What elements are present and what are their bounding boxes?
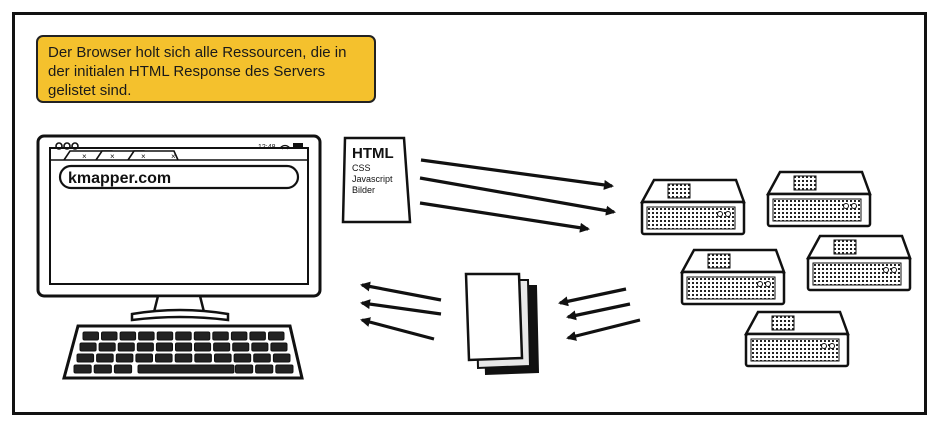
html-doc-item-bilder: Bilder <box>352 185 375 195</box>
keyboard-key <box>82 331 99 341</box>
server-icon <box>765 170 872 228</box>
keyboard-key <box>113 364 133 374</box>
html-document: HTML CSS Javascript Bilder <box>341 136 412 224</box>
html-doc-title: HTML <box>352 145 394 162</box>
resource-stack <box>464 272 540 376</box>
keyboard-key <box>193 331 211 341</box>
keyboard-key <box>73 364 92 374</box>
keyboard-key <box>194 353 212 363</box>
keyboard-key <box>175 331 192 341</box>
server-icon <box>743 310 850 368</box>
server-icon <box>679 248 786 306</box>
keyboard-key <box>232 342 250 352</box>
keyboard-key <box>98 342 116 352</box>
keyboard-key <box>275 364 294 374</box>
keyboard-key <box>235 364 254 374</box>
keyboard-key <box>115 353 134 363</box>
keyboard-key <box>155 342 173 352</box>
keyboard-key <box>233 353 252 363</box>
svg-text:×: × <box>82 152 87 161</box>
html-doc-item-javascript: Javascript <box>352 174 393 184</box>
svg-text:×: × <box>141 152 146 161</box>
keyboard-key <box>270 342 288 352</box>
server-icon <box>805 234 912 292</box>
keyboard-key <box>138 331 155 341</box>
keyboard-key <box>174 353 193 363</box>
clock-text: 12:48 <box>258 144 276 151</box>
keyboard-key <box>79 342 97 352</box>
keyboard-key <box>212 331 229 341</box>
response-arrows-out <box>360 281 442 341</box>
window-controls-icon <box>55 142 79 150</box>
keyboard-key <box>136 342 154 352</box>
callout-line-3: gelistet sind. <box>48 82 132 99</box>
html-doc-item-css: CSS <box>352 163 371 173</box>
address-bar[interactable] <box>58 164 300 190</box>
keyboard-key <box>101 331 118 341</box>
keyboard-key <box>117 342 135 352</box>
computer-monitor: × × × × 12:48 kmapper.com <box>36 134 322 322</box>
request-arrows <box>419 158 616 233</box>
keyboard-key <box>76 353 95 363</box>
keyboard-key <box>119 331 137 341</box>
keyboard-spacebar <box>137 364 235 374</box>
keyboard-key <box>272 353 291 363</box>
keyboard-key <box>96 353 114 363</box>
keyboard-key <box>155 353 173 363</box>
keyboard-key <box>213 342 231 352</box>
keyboard-key <box>194 342 212 352</box>
keyboard-key <box>214 353 232 363</box>
battery-icon <box>293 143 303 148</box>
keyboard-key <box>249 331 266 341</box>
url-text: kmapper.com <box>68 170 171 187</box>
keyboard-key <box>268 331 285 341</box>
keyboard <box>62 324 304 380</box>
server-icon <box>639 178 746 236</box>
response-arrows-in <box>558 287 641 341</box>
keyboard-key <box>255 364 274 374</box>
callout-line-1: Der Browser holt sich alle Ressourcen, d… <box>48 44 347 61</box>
servers <box>639 170 912 368</box>
keyboard-key <box>230 331 248 341</box>
svg-text:×: × <box>110 152 115 161</box>
wifi-icon <box>279 144 291 150</box>
callout-line-2: der initialen HTML Response des Servers <box>48 63 326 80</box>
keyboard-key <box>135 353 153 363</box>
keyboard-key <box>156 331 174 341</box>
keyboard-key <box>251 342 269 352</box>
browser-tabs: × × × × <box>63 150 179 161</box>
keyboard-key <box>93 364 112 374</box>
callout-box: Der Browser holt sich alle Ressourcen, d… <box>36 35 376 103</box>
svg-text:×: × <box>171 152 176 161</box>
keyboard-key <box>253 353 271 363</box>
keyboard-key <box>175 342 193 352</box>
